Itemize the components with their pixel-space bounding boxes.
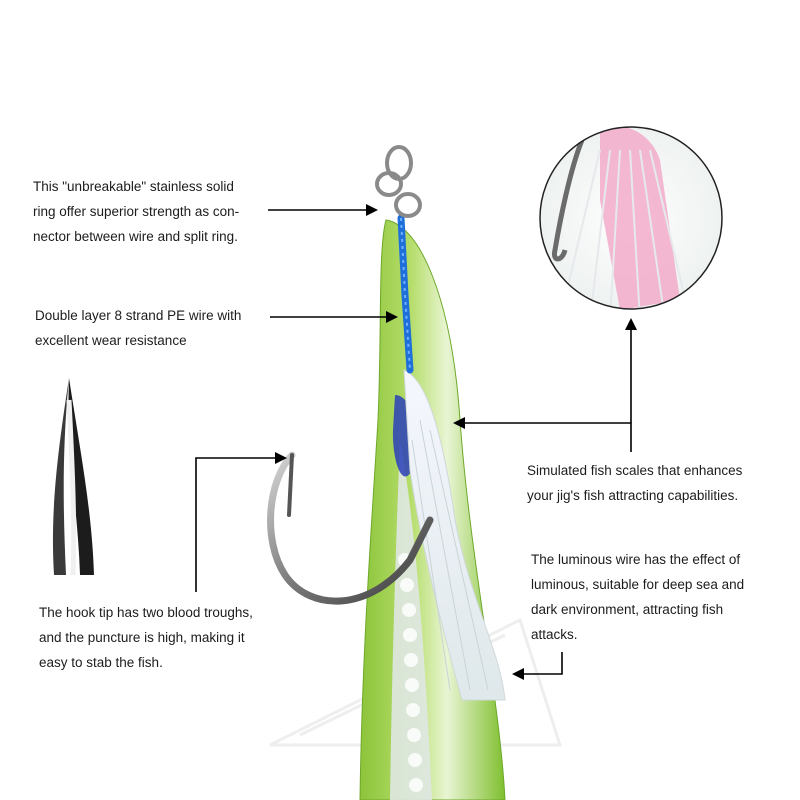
callout-luminous-wire: The luminous wire has the effect of lumi… [531, 552, 745, 642]
callout-hook-tip: The hook tip has two blood troughs, and … [39, 605, 253, 670]
split-ring [375, 145, 422, 218]
callout-solid-ring: This "unbreakable" stainless solid ring … [33, 179, 240, 244]
hook-tip-closeup [52, 378, 94, 576]
callout-pe-wire: Double layer 8 strand PE wire with excel… [35, 308, 242, 348]
scale-dots [398, 553, 423, 792]
callout-arrows [195, 204, 637, 680]
callout-fish-scales: Simulated fish scales that enhances your… [527, 463, 743, 503]
luminous-skirt [403, 369, 506, 701]
pe-wire [397, 214, 414, 374]
skirt-closeup-inset [539, 126, 723, 310]
assist-hook [267, 451, 434, 605]
